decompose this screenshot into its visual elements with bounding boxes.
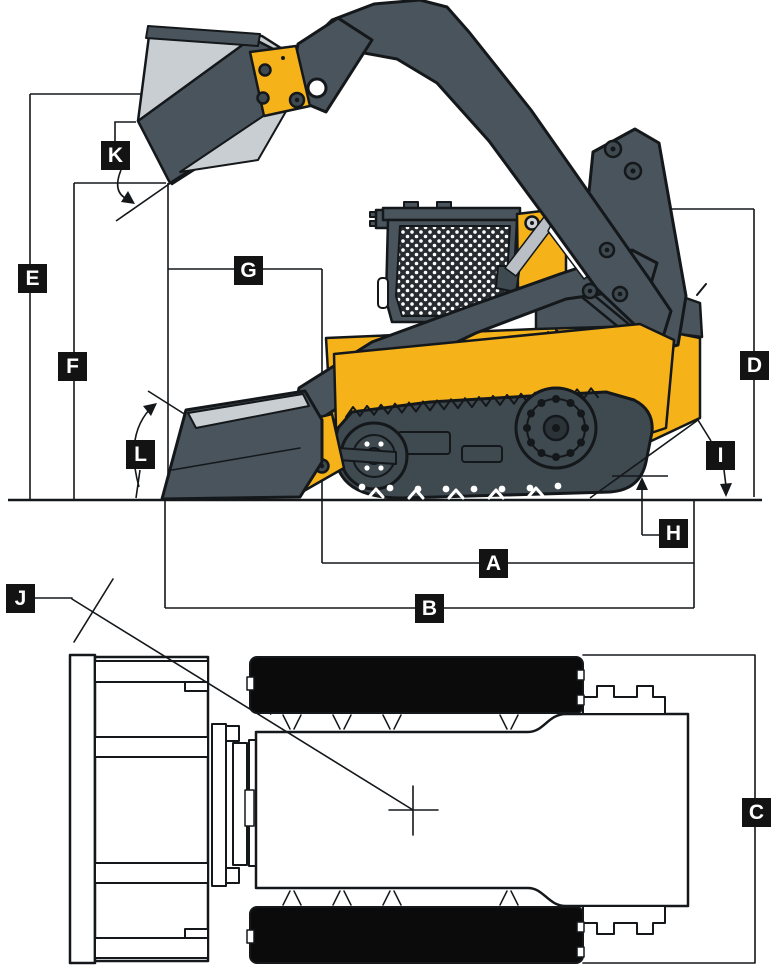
bucket-rib — [94, 862, 209, 884]
boom-hole — [306, 77, 328, 99]
dim-label-i: I — [706, 441, 735, 470]
cab-roof — [381, 206, 522, 222]
dimension-lines-front — [589, 419, 732, 536]
bucket-rib — [94, 660, 209, 683]
track-loader-side — [136, 0, 707, 501]
tilt-cylinder-low — [337, 447, 397, 465]
dim-label-l: L — [126, 440, 155, 469]
cab-handle — [377, 277, 389, 309]
dim-label-d: D — [740, 351, 769, 380]
dim-label-j: J — [6, 584, 35, 613]
side-view — [8, 0, 762, 609]
rear-lug — [582, 685, 666, 715]
sprocket-holes — [523, 395, 589, 461]
dump-angle-line — [115, 181, 173, 222]
dim-label-e: E — [18, 264, 47, 293]
bucket-crease — [171, 447, 301, 471]
bucket-rib — [94, 736, 209, 758]
dim-label-k: K — [101, 141, 130, 170]
track-mount-ticks — [282, 890, 519, 906]
dim-line-F — [73, 182, 166, 500]
arrowhead-K — [121, 191, 135, 204]
dim-leader-K — [114, 121, 136, 141]
departure-angle-line — [589, 419, 712, 499]
dim-line-G — [167, 183, 323, 563]
dim-label-b: B — [415, 594, 444, 623]
tread-chevrons — [367, 486, 545, 500]
dim-arrow-I — [723, 469, 727, 487]
dim-label-h: H — [659, 519, 688, 548]
bucket-ground — [160, 389, 324, 501]
dim-line-B — [164, 500, 695, 609]
arrowhead-H — [636, 477, 648, 490]
top-view — [32, 578, 756, 965]
spill-guard — [145, 25, 261, 47]
track-mount-ticks — [282, 714, 519, 730]
coupler-raised — [248, 44, 312, 118]
bucket-top-face — [187, 393, 310, 429]
arrowhead-I — [720, 483, 732, 497]
right-track — [249, 906, 584, 964]
bucket-cutting-edge — [68, 653, 97, 965]
dim-arc-K — [116, 169, 128, 200]
dim-arc-L-lower — [135, 469, 141, 499]
track-link-dots — [358, 482, 562, 493]
dim-label-f: F — [58, 352, 87, 381]
left-track — [249, 656, 584, 714]
boom-arm — [298, 0, 673, 339]
bucket-rib — [94, 937, 209, 959]
dim-label-c: C — [742, 798, 771, 827]
pivot-bolts — [581, 139, 667, 372]
cab — [369, 201, 522, 324]
frame-cutout — [461, 445, 503, 463]
bucket-body — [93, 655, 210, 963]
dim-label-g: G — [234, 256, 263, 285]
rear-lug — [582, 905, 666, 935]
dim-line-J — [32, 578, 414, 811]
chassis-top — [254, 712, 690, 908]
arrowhead-L — [143, 403, 157, 416]
dim-label-a: A — [479, 549, 508, 578]
tracks-top — [246, 656, 585, 964]
radius-end-tick — [73, 578, 114, 643]
